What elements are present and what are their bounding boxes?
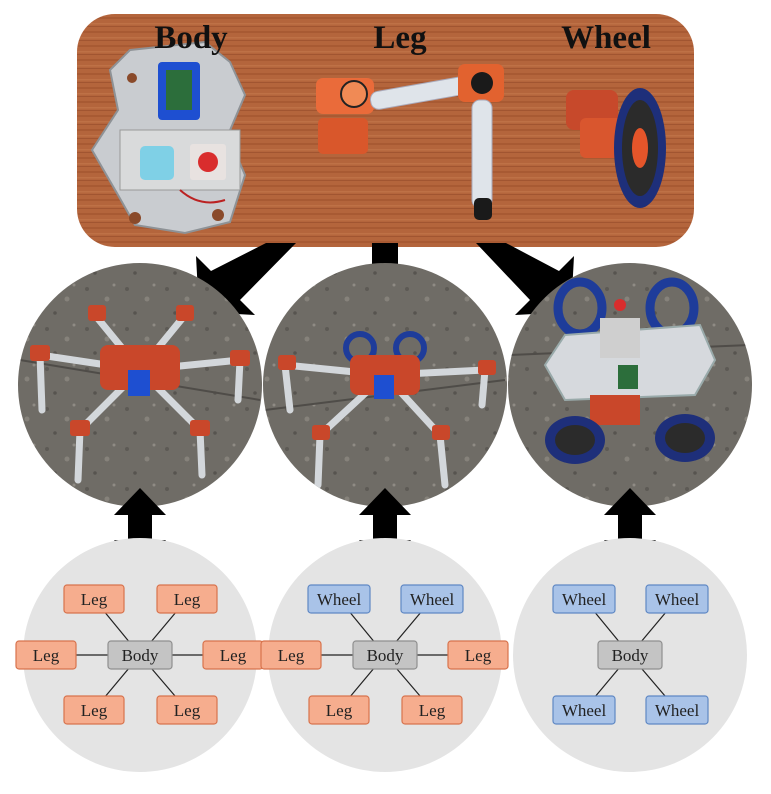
- graph-node-label: Leg: [326, 701, 353, 720]
- graph-node-label: Leg: [278, 646, 305, 665]
- graph-node-leg: Leg: [63, 584, 125, 614]
- graph-node-box: [552, 695, 616, 725]
- graph-node-box: [307, 584, 371, 614]
- graph-node-label: Leg: [174, 701, 201, 720]
- banner-label-wheel: Wheel: [561, 20, 651, 56]
- graph-node-label: Leg: [81, 590, 108, 609]
- graph-node-leg: Leg: [202, 640, 264, 670]
- banner-label-leg: Leg: [373, 20, 427, 56]
- graph-node-box: [260, 640, 322, 670]
- graph-node-box: [156, 584, 218, 614]
- graph-node-box: [552, 584, 616, 614]
- wheel-module-photo: [566, 88, 666, 208]
- graph-node-body: Body: [352, 640, 418, 670]
- graph-node-box: [352, 640, 418, 670]
- graph-node-leg: Leg: [156, 695, 218, 725]
- graph-node-box: [597, 640, 663, 670]
- graph-node-wheel: Wheel: [645, 695, 709, 725]
- graph-node-box: [401, 695, 463, 725]
- graph-node-body: Body: [597, 640, 663, 670]
- robot-photo-hexapod: [18, 263, 262, 507]
- graph-node-leg: Leg: [447, 640, 509, 670]
- graph-node-leg: Leg: [260, 640, 322, 670]
- graph-node-label: Wheel: [562, 590, 607, 609]
- graph-node-label: Wheel: [655, 590, 700, 609]
- graph-node-wheel: Wheel: [552, 695, 616, 725]
- graph-node-box: [645, 695, 709, 725]
- graph-node-leg: Leg: [308, 695, 370, 725]
- graph-node-label: Wheel: [317, 590, 362, 609]
- graph-node-box: [308, 695, 370, 725]
- graph-node-label: Leg: [174, 590, 201, 609]
- graph-node-label: Leg: [81, 701, 108, 720]
- module-banner: Body Leg Wheel: [77, 14, 694, 247]
- graph-node-wheel: Wheel: [307, 584, 371, 614]
- graph-node-wheel: Wheel: [400, 584, 464, 614]
- graph-node-wheel: Wheel: [552, 584, 616, 614]
- graph-node-leg: Leg: [15, 640, 77, 670]
- graph-node-box: [63, 695, 125, 725]
- graph-node-label: Leg: [419, 701, 446, 720]
- body-module-photo: [90, 40, 247, 235]
- graph-node-box: [447, 640, 509, 670]
- graph-node-label: Body: [367, 646, 404, 665]
- graph-node-wheel: Wheel: [645, 584, 709, 614]
- graph-node-body: Body: [107, 640, 173, 670]
- graph-node-label: Wheel: [655, 701, 700, 720]
- graph-node-box: [400, 584, 464, 614]
- graph-node-label: Wheel: [562, 701, 607, 720]
- leg-module-photo: [316, 64, 504, 220]
- graph-node-box: [107, 640, 173, 670]
- graph-node-box: [15, 640, 77, 670]
- banner-label-body: Body: [154, 20, 228, 56]
- graph-node-label: Body: [122, 646, 159, 665]
- graph-node-label: Body: [612, 646, 649, 665]
- robot-photo-hybrid: [263, 263, 507, 507]
- graph-node-label: Leg: [465, 646, 492, 665]
- graph-node-leg: Leg: [401, 695, 463, 725]
- graph-node-label: Wheel: [410, 590, 455, 609]
- graph-node-leg: Leg: [63, 695, 125, 725]
- graph-node-box: [156, 695, 218, 725]
- graph-node-box: [63, 584, 125, 614]
- robot-photo-wheeled: [508, 263, 752, 507]
- graph-node-leg: Leg: [156, 584, 218, 614]
- graph-node-box: [645, 584, 709, 614]
- graph-node-label: Leg: [220, 646, 247, 665]
- graph-node-label: Leg: [33, 646, 60, 665]
